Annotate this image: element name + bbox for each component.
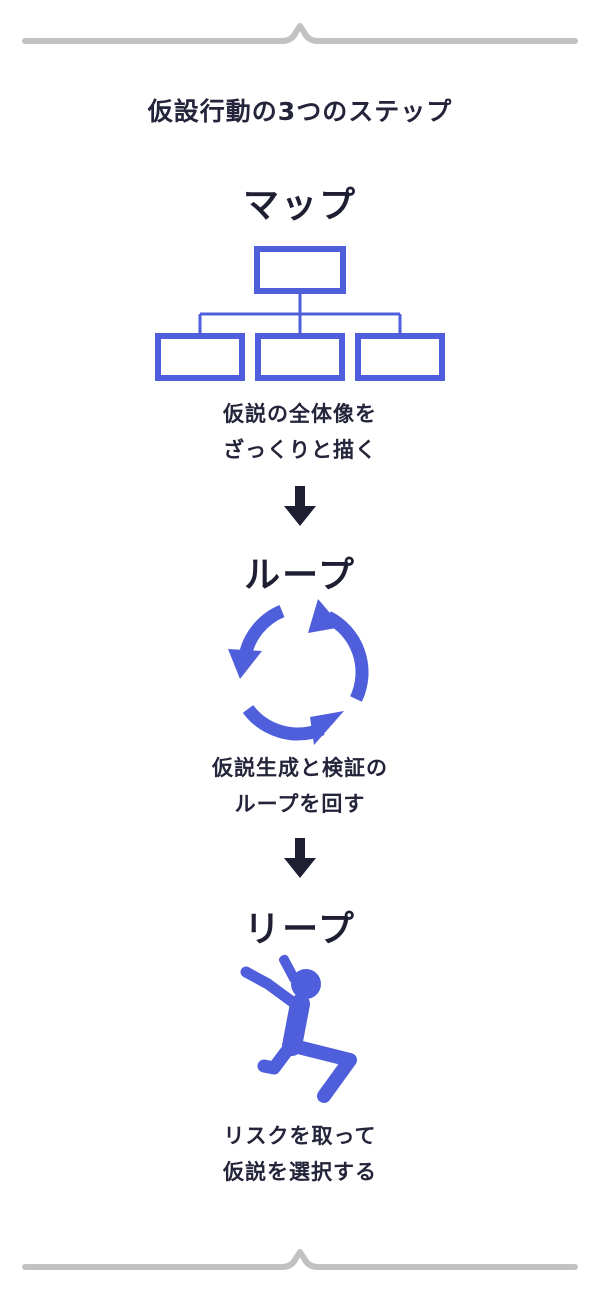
page-title: 仮設行動の3つのステップ	[147, 97, 453, 126]
step-leap-description-line-1: リスクを取って	[223, 1124, 377, 1148]
step-loop-description-line-2: ループを回す	[234, 792, 366, 816]
step-loop-description-line-1: 仮説生成と検証の	[212, 756, 388, 780]
step-map-description: 仮説の全体像を ざっくりと描く	[0, 396, 600, 468]
cycle-loop-icon	[228, 599, 369, 745]
step-map-description-line-2: ざっくりと描く	[223, 438, 377, 462]
step-map-heading: マップ	[242, 185, 357, 226]
down-arrow-icon	[284, 838, 316, 878]
step-leap-description-line-2: 仮説を選択する	[223, 1160, 377, 1184]
step-leap-description: リスクを取って 仮説を選択する	[0, 1118, 600, 1190]
leaping-person-icon	[240, 954, 357, 1103]
hierarchy-map-icon	[155, 246, 445, 381]
bottom-divider	[22, 1249, 578, 1270]
down-arrow-icon	[284, 486, 316, 526]
step-loop-description: 仮説生成と検証の ループを回す	[0, 750, 600, 822]
top-divider	[22, 23, 578, 44]
step-leap-heading: リープ	[244, 909, 356, 950]
step-map-description-line-1: 仮説の全体像を	[223, 402, 377, 426]
step-loop-heading: ループ	[244, 555, 356, 596]
